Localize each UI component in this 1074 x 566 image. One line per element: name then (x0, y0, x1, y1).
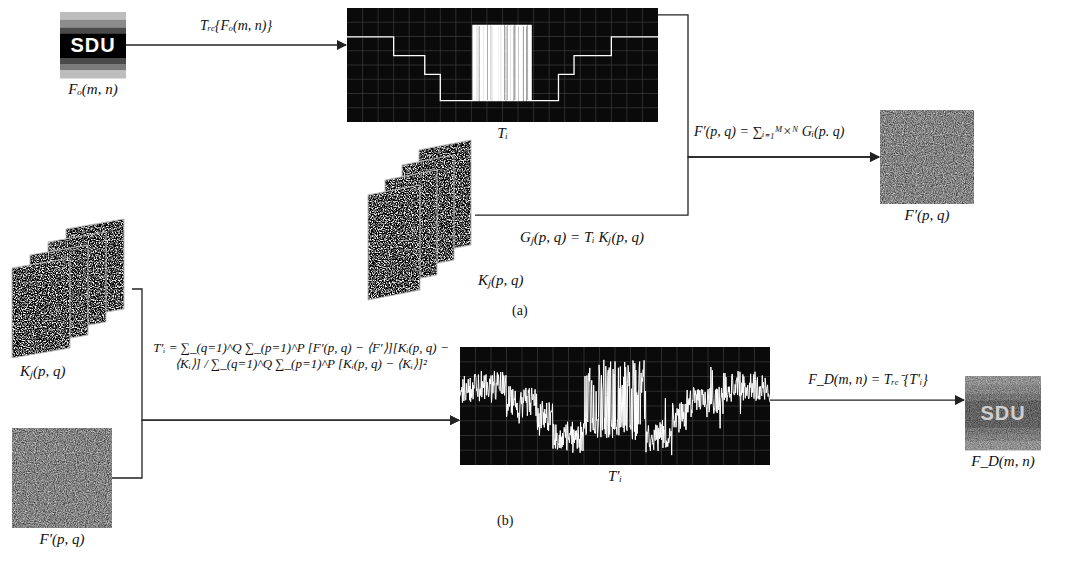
picture (347, 8, 658, 122)
signal-trace (460, 360, 770, 455)
image-band (60, 12, 126, 20)
image-band (60, 64, 126, 70)
caption: F′(p, q) (905, 207, 950, 224)
noise-stack: Kⱼ(p, q) (368, 138, 475, 302)
image-noise (965, 376, 1041, 450)
image-panel: F′(p, q) (880, 110, 974, 204)
caption: F′(p, q) (40, 531, 85, 548)
caption: Kⱼ(p, q) (20, 363, 66, 380)
arrow-connector (132, 289, 459, 420)
noise-layer (12, 258, 70, 358)
caption: Fₒ(m, n) (68, 81, 117, 98)
formula-label: T′ᵢ = ∑_(q=1)^Q ∑_(p=1)^P [F′(p, q) − ⟨F… (148, 340, 454, 371)
formula-label: F_D(m, n) = Tᵣₑ⁻{T′ᵢ} (808, 372, 928, 389)
image-band (60, 20, 126, 28)
noise-layer (368, 185, 420, 300)
picture (12, 218, 132, 360)
arrow-connector (112, 420, 459, 478)
image-band (60, 70, 126, 78)
formula-label: Gⱼ(p, q) = Tᵢ Kⱼ(p, q) (520, 228, 644, 246)
image-band (60, 28, 126, 34)
arrow-connector (770, 399, 964, 400)
image-band (60, 58, 126, 64)
panel-label: (b) (497, 513, 513, 530)
arrow-connector (126, 44, 346, 45)
plot-ground (347, 8, 658, 122)
picture (880, 110, 974, 204)
picture (12, 428, 112, 528)
signal-trace (347, 26, 658, 101)
noise-stack: Kⱼ(p, q) (12, 218, 132, 360)
picture (368, 138, 475, 302)
plot-ground (460, 347, 770, 465)
layer-edge (368, 185, 420, 300)
plot-grid (460, 347, 770, 465)
panel-label: (a) (512, 303, 528, 320)
caption: F_D(m, n) (971, 453, 1034, 470)
image-text: SDU (70, 34, 115, 57)
plot-grid (347, 8, 658, 122)
layer-edge (12, 258, 70, 358)
noise-image (12, 428, 112, 528)
formula-label: Tᵣₑ{Fₒ(m, n)} (200, 18, 272, 35)
signal-plot: Tᵢ (347, 8, 658, 122)
formula-label: F′(p, q) = ∑ᵢ₌₁ᴹ×ᴺ Gᵢ(p. q) (694, 124, 844, 141)
caption: T′ᵢ (608, 468, 622, 485)
image-panel: F′(p, q) (12, 428, 112, 528)
picture (460, 347, 770, 465)
image-text: SDU (980, 402, 1025, 425)
caption: Tᵢ (497, 125, 508, 142)
image-band (60, 34, 126, 59)
caption: Kⱼ(p, q) (478, 272, 524, 289)
arrow-connector (658, 15, 879, 157)
arrow-connector (475, 157, 879, 215)
image-panel: SDUFₒ(m, n) (60, 12, 126, 78)
image-panel: SDUF_D(m, n) (965, 376, 1041, 450)
noise-image (880, 110, 974, 204)
signal-plot: T′ᵢ (460, 347, 770, 465)
